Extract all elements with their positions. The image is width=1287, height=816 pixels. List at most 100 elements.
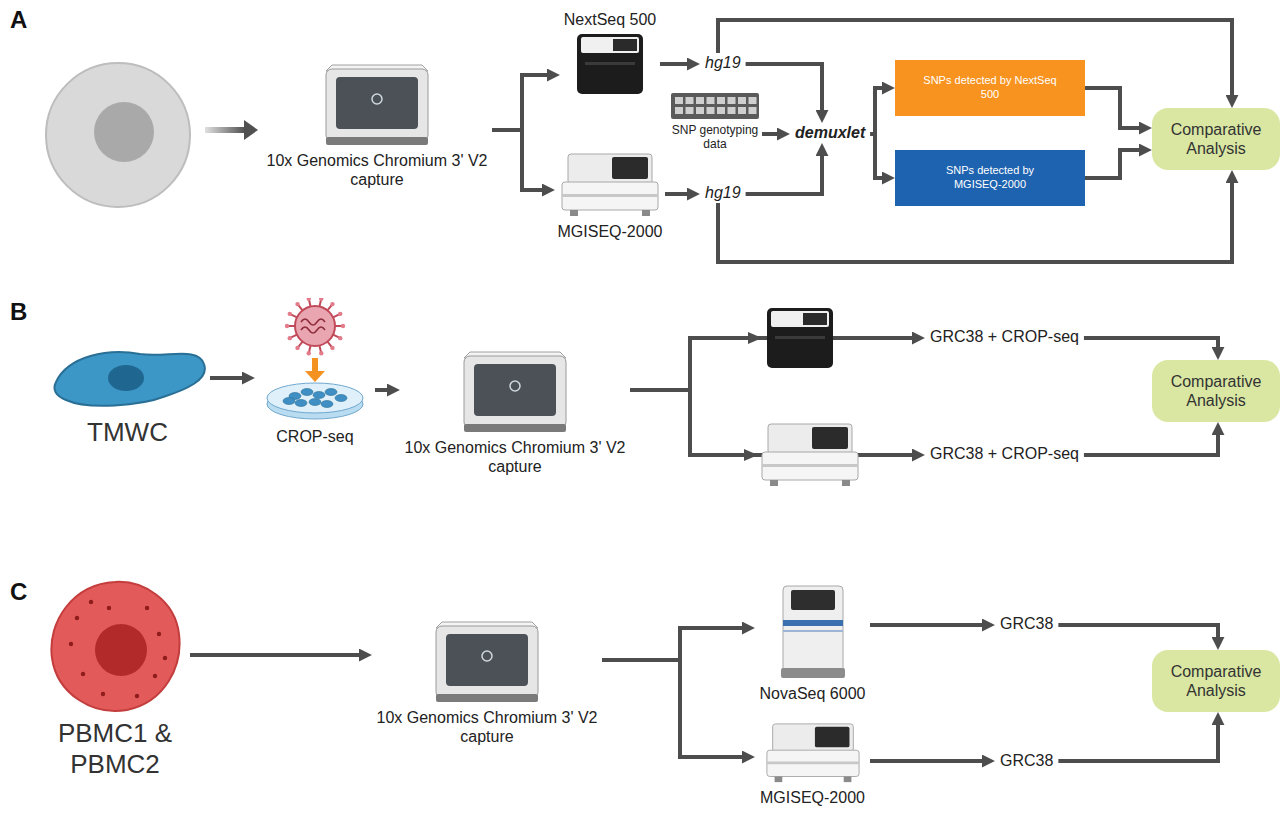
virus-spike-tip	[288, 336, 292, 340]
device-body	[767, 308, 833, 368]
device-body	[464, 356, 566, 428]
virus-capsid	[295, 306, 335, 346]
sequencer-device: MGISEQ-2000	[755, 722, 870, 807]
device-screen	[814, 727, 849, 748]
array-slot	[738, 107, 746, 114]
dish-cell	[325, 389, 337, 396]
virus-spike-tip	[288, 312, 292, 316]
device-panel	[336, 77, 418, 129]
cell-body	[46, 63, 190, 207]
device-panel	[446, 634, 528, 686]
reference-label: GRC38	[995, 614, 1058, 634]
array-slot	[696, 107, 704, 114]
node-text: SNP genotyping data	[668, 124, 762, 152]
flow-connector	[210, 376, 243, 380]
node-text: GRC38 + CROP-seq	[930, 445, 1079, 463]
device-body	[436, 626, 538, 698]
device-leg	[570, 210, 578, 216]
device-band	[783, 630, 843, 632]
cell-granule	[81, 672, 85, 676]
flow-connector	[190, 653, 360, 657]
reference-label: GRC38 + CROP-seq	[925, 327, 1084, 347]
node-text: SNPs detected by NextSeq 500	[923, 74, 1057, 102]
virus-spike-tip	[330, 346, 334, 350]
flow-connector	[1058, 724, 1218, 761]
node-text: Comparative Analysis	[1160, 662, 1272, 700]
cell-nucleus	[94, 102, 154, 162]
device-base	[464, 424, 566, 432]
device-body	[577, 34, 643, 94]
cell-granule	[135, 694, 139, 698]
flow-connector	[1058, 625, 1218, 638]
cell-granule	[163, 656, 167, 660]
flow-connector	[870, 759, 983, 763]
node-text: NextSeq 500	[560, 10, 660, 29]
cell-granule	[153, 674, 157, 678]
device-screen	[613, 39, 637, 51]
node-icon	[322, 55, 432, 147]
device-screen	[812, 427, 848, 449]
node-text: TMWC	[45, 417, 210, 448]
node-icon	[765, 722, 861, 784]
node-icon	[560, 152, 660, 218]
array-slot	[749, 97, 757, 104]
dish-cell	[283, 398, 295, 405]
flow-connector	[1085, 88, 1140, 128]
flow-connector	[492, 75, 548, 130]
array-slot	[675, 97, 683, 104]
device-band	[783, 620, 843, 626]
array-slot	[728, 107, 736, 114]
device-screen	[803, 313, 827, 325]
dish-cell	[321, 401, 333, 408]
device-top	[771, 311, 829, 327]
array-slot	[675, 107, 683, 114]
device-upper	[772, 724, 853, 752]
flow-arrow-head	[748, 332, 762, 344]
node-text: 10x Genomics Chromium 3' V2 capture	[372, 708, 602, 746]
device-leg	[842, 480, 850, 486]
flow-connector	[492, 130, 543, 190]
virus-spike-tip	[341, 324, 345, 328]
flow-arrow-shaft	[205, 127, 245, 133]
cell-granule	[157, 632, 161, 636]
node-icon	[48, 338, 208, 413]
device-base	[762, 452, 858, 480]
flow-connector	[870, 134, 883, 178]
device-body	[326, 69, 428, 141]
cell-body	[54, 352, 204, 406]
node-icon	[432, 612, 542, 704]
flow-connector	[375, 388, 388, 392]
node-icon	[670, 92, 760, 120]
crop-seq-step: CROP-seq	[255, 298, 375, 446]
cell-granule	[75, 616, 79, 620]
flow-arrow-head	[744, 449, 758, 461]
node-text: NovaSeq 6000	[755, 684, 870, 703]
array-slot	[686, 97, 694, 104]
flow-connector	[870, 623, 983, 627]
flow-connector	[746, 155, 822, 194]
device-base	[766, 750, 858, 776]
node-text: GRC38	[1000, 615, 1053, 633]
node-icon	[460, 342, 570, 434]
node-text: CROP-seq	[255, 427, 375, 446]
cell-granule	[145, 606, 149, 610]
node-text: GRC38	[1000, 752, 1053, 770]
infection-arrow-head	[305, 371, 325, 382]
sequencer-icon	[767, 308, 833, 368]
device-logo	[372, 94, 382, 104]
array-slot	[749, 107, 757, 114]
tool-label: demuxlet	[790, 123, 870, 143]
device-slot	[585, 62, 635, 65]
array-slot	[717, 107, 725, 114]
cell-granule	[69, 642, 73, 646]
array-body	[671, 93, 759, 119]
virus-spike-tip	[330, 302, 334, 306]
result-box: SNPs detected by MGISEQ-2000	[895, 150, 1085, 206]
flow-connector	[870, 88, 883, 134]
sequencer-device: NextSeq 500	[560, 10, 660, 96]
device-group	[766, 724, 858, 782]
virus-spike-tip	[338, 336, 342, 340]
device-leg	[770, 480, 778, 486]
